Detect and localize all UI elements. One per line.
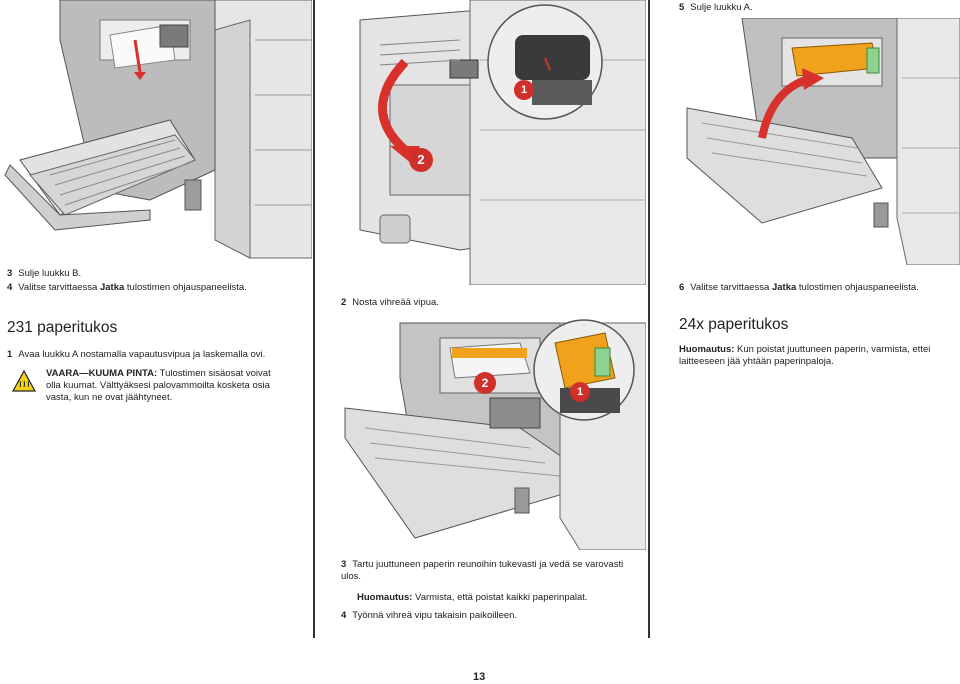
hot-surface-warning-icon (11, 369, 37, 397)
hot-surface-warning-text: VAARA—KUUMA PINTA: Tulostimen sisäosat v… (46, 368, 271, 403)
col3-note: Huomautus: Kun poistat juuttuneen paperi… (679, 344, 931, 367)
illustration-remove-jammed-paper (340, 318, 646, 550)
illustration-open-door-b (0, 0, 312, 262)
page-number: 13 (473, 671, 486, 683)
section-heading-231: 231 paperitukos (7, 319, 118, 336)
illustration-close-door-a (652, 18, 960, 265)
illustration-lift-lever (320, 0, 646, 285)
col2-callout-1-bottom: 1 (570, 382, 590, 402)
col2-callout-2-top: 2 (409, 148, 433, 172)
section-heading-24x: 24x paperitukos (679, 316, 789, 333)
col2-callout-2-bottom: 2 (474, 372, 496, 394)
column-divider-left (313, 0, 315, 638)
col2-callout-1-top: 1 (514, 80, 534, 100)
col2-note: Huomautus: Varmista, että poistat kaikki… (357, 592, 588, 603)
column-divider-right (648, 0, 650, 638)
